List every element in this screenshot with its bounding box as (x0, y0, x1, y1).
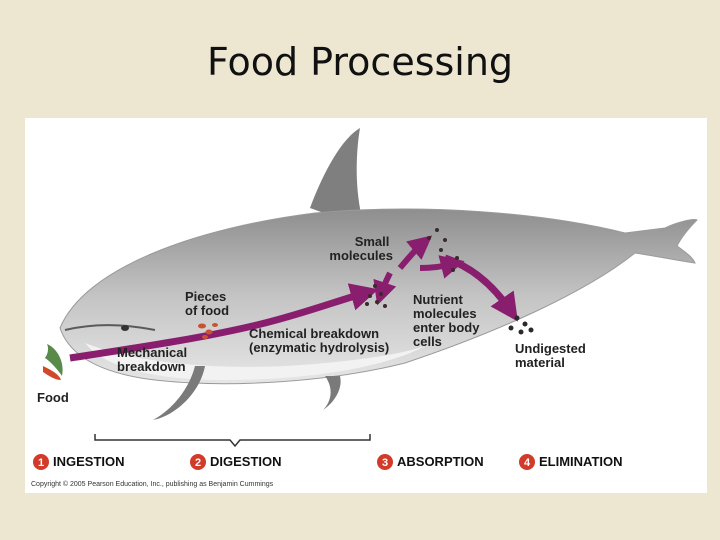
stage-number: 2 (195, 457, 201, 469)
stage-number: 4 (524, 457, 531, 469)
slide-title: Food Processing (0, 40, 720, 84)
stage-label: ABSORPTION (397, 454, 484, 469)
label-pieces-of-food: Pieces of food (185, 289, 230, 318)
food-processing-figure: Small molecules Pieces of food Chemical … (25, 118, 707, 493)
fish-food-icon (43, 344, 63, 380)
stage-label: DIGESTION (210, 454, 282, 469)
stage-digestion: 2 DIGESTION (190, 454, 282, 470)
stage-label: ELIMINATION (539, 454, 623, 469)
label-undigested-material: Undigested material (515, 341, 589, 370)
stage-number: 3 (382, 457, 388, 469)
label-mechanical-breakdown: Mechanical breakdown (117, 345, 191, 374)
stage-label: INGESTION (53, 454, 125, 469)
stage-ingestion: 1 INGESTION (33, 454, 125, 470)
digestion-bracket (95, 434, 370, 446)
whale-eye (121, 325, 129, 331)
copyright-text: Copyright © 2005 Pearson Education, Inc.… (31, 480, 274, 488)
whale-digestion-diagram: Small molecules Pieces of food Chemical … (25, 118, 707, 493)
label-food: Food (37, 390, 69, 405)
stage-elimination: 4 ELIMINATION (519, 454, 623, 470)
stage-absorption: 3 ABSORPTION (377, 454, 484, 470)
stage-number: 1 (38, 457, 44, 469)
lower-fin (323, 376, 341, 410)
label-chemical-breakdown: Chemical breakdown (enzymatic hydrolysis… (249, 326, 389, 355)
